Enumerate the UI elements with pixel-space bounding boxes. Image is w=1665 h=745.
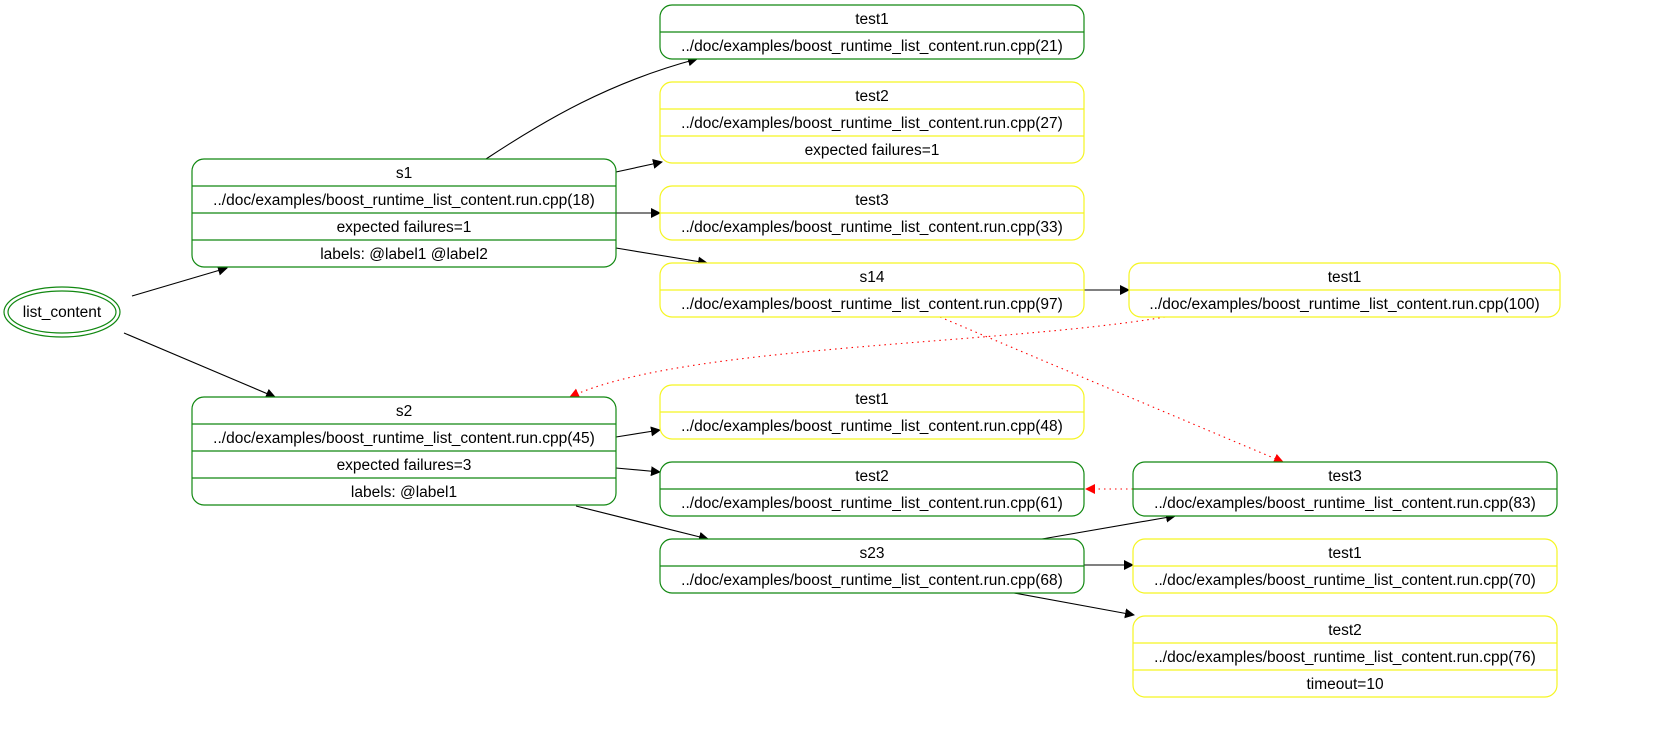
node-detail-row: labels: @label1	[351, 484, 457, 501]
node-detail-row: labels: @label1 @label2	[320, 246, 488, 263]
node-detail-row: ../doc/examples/boost_runtime_list_conte…	[1154, 649, 1536, 666]
edge-s1-to-s1_test2	[615, 159, 663, 173]
node-detail-row: ../doc/examples/boost_runtime_list_conte…	[681, 38, 1063, 55]
edge-s23-to-s23_test2	[1013, 592, 1135, 619]
node-detail-row: ../doc/examples/boost_runtime_list_conte…	[1154, 495, 1536, 512]
node-title: s2	[396, 403, 412, 420]
node-box	[1132, 615, 1558, 698]
node-title: s23	[860, 545, 885, 562]
root-node-outer-ellipse	[3, 286, 121, 338]
node-box	[659, 81, 1085, 164]
node-s14[interactable]: s14 ../doc/examples/boost_runtime_list_co…	[659, 262, 1085, 318]
node-s1[interactable]: s1 ../doc/examples/boost_runtime_list_con…	[191, 158, 617, 268]
node-title: test2	[1328, 622, 1362, 639]
node-s1-test2[interactable]: test2 ../doc/examples/boost_runtime_list_…	[659, 81, 1085, 164]
node-title: s14	[860, 269, 885, 286]
root-node-label: list_content	[23, 304, 102, 321]
node-title: test3	[855, 192, 889, 209]
edge-s2-to-s2_test1	[615, 426, 661, 438]
node-title: test1	[1328, 545, 1362, 562]
node-title: test1	[1328, 269, 1362, 286]
node-detail-row: expected failures=3	[337, 457, 472, 474]
nodes-layer: list_content s1 ../doc/examples/boost_runt…	[3, 4, 1561, 698]
node-detail-row: expected failures=1	[805, 142, 940, 159]
node-detail-row: timeout=10	[1306, 676, 1384, 693]
node-s23-test3[interactable]: test3 ../doc/examples/boost_runtime_list_…	[1132, 461, 1558, 517]
edge-s1-to-s14	[615, 247, 708, 267]
edge-s2-to-s2_test2	[615, 466, 661, 477]
node-s23-test1[interactable]: test1 ../doc/examples/boost_runtime_list_…	[1132, 538, 1558, 594]
node-s1-test3[interactable]: test3 ../doc/examples/boost_runtime_list_…	[659, 185, 1085, 241]
node-title: test3	[1328, 468, 1362, 485]
edge-s1-to-s1_test1	[485, 56, 698, 160]
node-detail-row: ../doc/examples/boost_runtime_list_conte…	[681, 418, 1063, 435]
root-node-inner-ellipse	[7, 290, 117, 334]
edge-s14_test1-to-s2	[569, 316, 1166, 398]
node-s23-test2[interactable]: test2 ../doc/examples/boost_runtime_list_…	[1132, 615, 1558, 698]
node-detail-row: ../doc/examples/boost_runtime_list_conte…	[213, 192, 595, 209]
node-s2-test2[interactable]: test2 ../doc/examples/boost_runtime_list_…	[659, 461, 1085, 517]
edge-s2-to-s23	[575, 505, 709, 542]
node-detail-row: ../doc/examples/boost_runtime_list_conte…	[681, 296, 1063, 313]
node-detail-row: ../doc/examples/boost_runtime_list_conte…	[1149, 296, 1539, 313]
node-title: test1	[855, 11, 889, 28]
node-detail-row: ../doc/examples/boost_runtime_list_conte…	[681, 115, 1063, 132]
node-s14-test1[interactable]: test1 ../doc/examples/boost_runtime_list_…	[1128, 262, 1561, 318]
node-detail-row: ../doc/examples/boost_runtime_list_conte…	[213, 430, 595, 447]
node-s1-test1[interactable]: test1 ../doc/examples/boost_runtime_list_…	[659, 4, 1085, 60]
node-title: s1	[396, 165, 412, 182]
node-title: test2	[855, 88, 889, 105]
edges-layer	[123, 56, 1284, 619]
node-detail-row: expected failures=1	[337, 219, 472, 236]
node-title: test2	[855, 468, 889, 485]
edge-root-to-s2	[123, 332, 276, 399]
node-detail-row: ../doc/examples/boost_runtime_list_conte…	[1154, 572, 1536, 589]
edge-root-to-s1	[131, 265, 228, 297]
node-detail-row: ../doc/examples/boost_runtime_list_conte…	[681, 572, 1063, 589]
node-s2-test1[interactable]: test1 ../doc/examples/boost_runtime_list_…	[659, 384, 1085, 440]
node-detail-row: ../doc/examples/boost_runtime_list_conte…	[681, 219, 1063, 236]
root-node-list-content[interactable]: list_content	[3, 286, 121, 338]
node-detail-row: ../doc/examples/boost_runtime_list_conte…	[681, 495, 1063, 512]
node-s2[interactable]: s2 ../doc/examples/boost_runtime_list_con…	[191, 396, 617, 506]
edge-s23-to-s23_test3	[1041, 512, 1176, 540]
node-title: test1	[855, 391, 889, 408]
node-s23[interactable]: s23 ../doc/examples/boost_runtime_list_co…	[659, 538, 1085, 594]
